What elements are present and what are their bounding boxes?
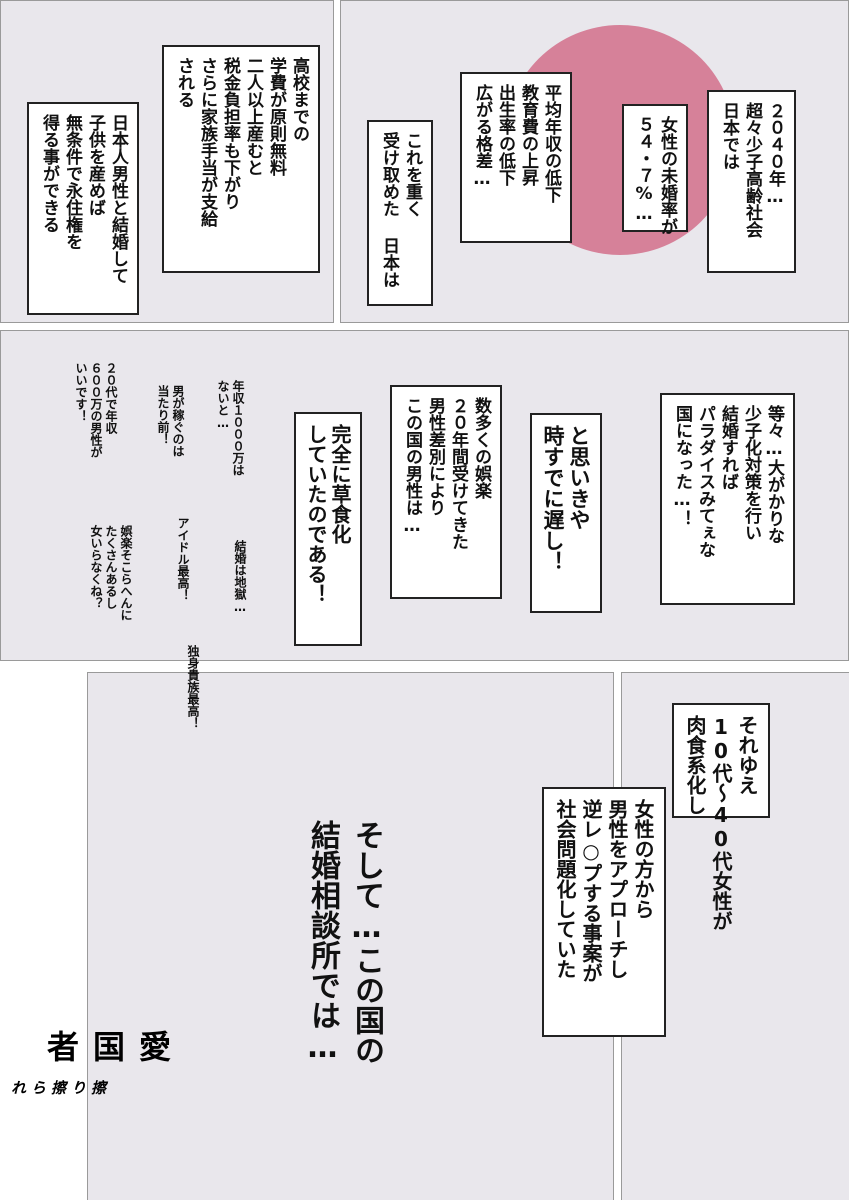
line: それゆえ [735, 715, 759, 795]
line: 独身貴族最高！ [186, 645, 200, 729]
line: 出生率の低下 [495, 84, 515, 186]
line: これを重く [402, 132, 422, 217]
voice-income: 年収１０００万はないと… [215, 380, 245, 476]
line: 女性の未婚率が [657, 116, 677, 235]
line: 無条件で永住権を [62, 114, 82, 250]
voice-idols: アイドル最高！ [175, 517, 190, 601]
line: 子供を産めば [85, 114, 105, 216]
line: そして…この国の [349, 820, 384, 1065]
line: 娯楽そこらへんに [119, 525, 133, 621]
logo-subtitle: 擦り擦られ [8, 1080, 108, 1095]
line: 男性差別により [425, 397, 445, 516]
line: 日本人男性と結婚して [108, 114, 128, 284]
line: 受け取めた 日本は [379, 132, 399, 288]
line: この国の男性は… [402, 397, 422, 536]
line: 肉食系化し [683, 715, 707, 815]
line: 国になった…！ [672, 405, 692, 527]
caption-box-japan: これを重く受け取めた 日本は [367, 120, 433, 306]
narration-text: そして…この国の結婚相談所では… [300, 820, 388, 1065]
line: 当たり前！ [156, 385, 170, 445]
caption-box-too-late: と思いきや時すでに遅し！ [530, 413, 602, 613]
line: たくさんあるし [104, 525, 118, 609]
line: 二人以上産むと [243, 57, 263, 176]
line: 社会問題化していた [553, 799, 577, 979]
line: と思いきや [567, 425, 591, 530]
line: 得る事ができる [39, 114, 59, 233]
line: 広がる格差… [472, 84, 492, 189]
line: 男が稼ぐのは [171, 385, 185, 457]
line: 女いらなくね？ [89, 525, 103, 609]
line: 女性の方から [631, 799, 655, 919]
caption-box-income: 平均年収の低下教育費の上昇出生率の低下広がる格差… [460, 72, 572, 243]
caption-box-paradise: 等々…大がかりな少子化対策を行い結婚すればパラダイスみてぇな国になった…！ [660, 393, 795, 605]
line: ないと… [216, 380, 230, 430]
line: 等々…大がかりな [764, 405, 784, 544]
caption-box-carnivore: それゆえ10代～40代女性が肉食系化し [672, 703, 770, 931]
voice-entertainment: 娯楽そこらへんにたくさんあるし女いらなくね？ [88, 525, 133, 621]
line: 10代～40代女性が [708, 715, 734, 931]
line: 結婚相談所では… [305, 820, 340, 1065]
line: 男性をアプローチし [605, 799, 629, 979]
line: ２０代で年収 [104, 362, 118, 434]
caption-box-herbivore: 完全に草食化していたのである！ [294, 412, 362, 646]
voice-men-earn: 男が稼ぐのは当たり前！ [155, 385, 185, 457]
line: される [174, 57, 194, 108]
line: 学費が原則無料 [266, 57, 286, 176]
line: ２０年間受けてきた [448, 397, 468, 550]
line: 教育費の上昇 [518, 84, 538, 186]
line: いいです！ [74, 362, 88, 422]
line: 超々少子高齢社会 [742, 102, 762, 238]
voice-single: 独身貴族最高！ [185, 645, 200, 729]
line: 擦り [69, 1080, 107, 1095]
line: ６００万の男性が [89, 362, 103, 458]
caption-box-tuition: 高校までの学費が原則無料二人以上産むと税金負担率も下がりさらに家族手当が支給され… [162, 45, 320, 273]
line: 高校までの [289, 57, 309, 142]
line: 完全に草食化 [328, 424, 352, 544]
line: 日本では [719, 102, 739, 170]
line: 結婚は地獄… [233, 540, 247, 614]
line: アイドル最高！ [176, 517, 190, 601]
caption-box-social-problem: 女性の方から男性をアプローチし逆レ○プする事案が社会問題化していた [542, 787, 666, 1037]
line: パラダイスみてぇな [695, 405, 715, 558]
line: 少子化対策を行い [741, 405, 761, 541]
line: 平均年収の低下 [541, 84, 561, 203]
panel-bottom-left [87, 672, 614, 1200]
line: ２０４０年… [765, 102, 785, 207]
line: 逆レ○プする事案が [579, 799, 603, 983]
caption-box-2040: ２０４０年…超々少子高齢社会日本では [707, 90, 796, 273]
line: 結婚すれば [718, 405, 738, 490]
line: 数多くの娯楽 [471, 397, 491, 499]
voice-marriage-hell: 結婚は地獄… [232, 540, 247, 614]
line: さらに家族手当が支給 [197, 57, 217, 227]
line: していたのである！ [304, 424, 328, 604]
caption-box-residency: 日本人男性と結婚して子供を産めば無条件で永住権を得る事ができる [27, 102, 139, 315]
line: 擦られ [9, 1080, 67, 1095]
logo-title: 愛国者 [42, 1030, 172, 1062]
line: 税金負担率も下がり [220, 57, 240, 210]
line: ５４・７%… [634, 116, 654, 224]
line: 年収１０００万は [231, 380, 245, 476]
line: 時すでに遅し！ [541, 425, 565, 572]
